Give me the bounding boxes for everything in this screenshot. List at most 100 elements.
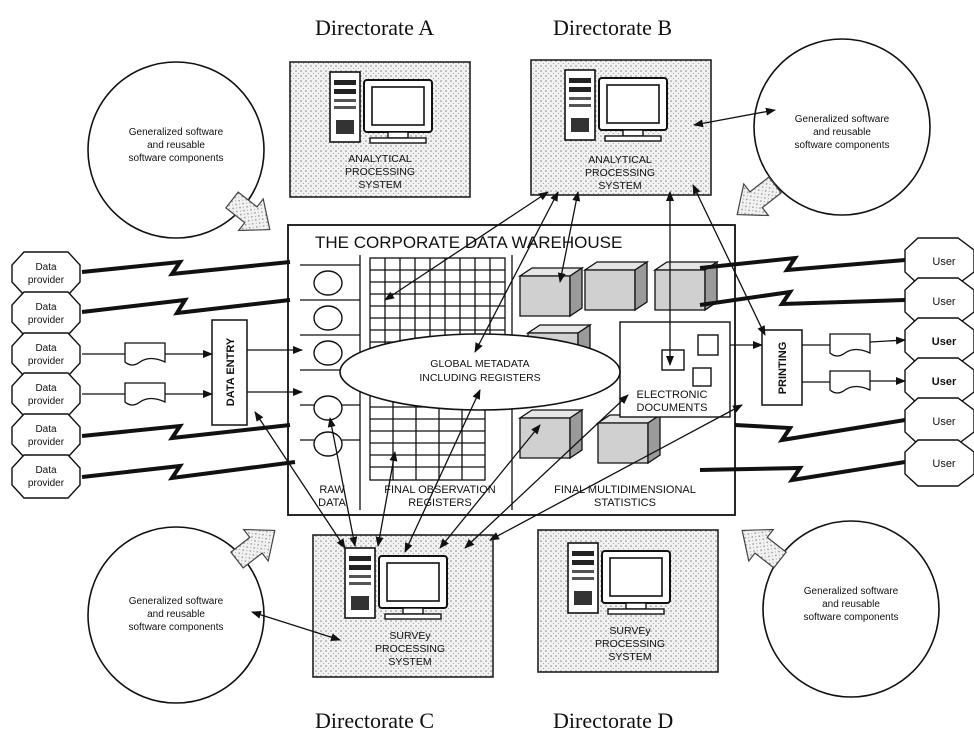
data-entry-box: DATA ENTRY — [212, 320, 247, 425]
data-provider-node: Data provider — [12, 414, 80, 457]
system-label-line3: SYSTEM — [388, 656, 431, 668]
corporate-data-warehouse: THE CORPORATE DATA WAREHOUSE RAW DATA — [288, 225, 735, 515]
user-label: User — [932, 416, 956, 428]
generalized-label-line3: software components — [803, 612, 898, 623]
paper-form-icon — [125, 343, 165, 365]
user-label: User — [932, 336, 957, 348]
paper-form-icon — [830, 371, 870, 393]
data-provider-node: Data provider — [12, 333, 80, 376]
raw-data-disk — [314, 432, 342, 456]
computer-icon — [345, 548, 447, 619]
system-label-line1: SURVEy — [389, 630, 431, 642]
raw-data-disk — [314, 306, 342, 330]
directorate-b-label: Directorate B — [553, 15, 672, 40]
system-label-line3: SYSTEM — [358, 179, 401, 191]
directorate-c-label: Directorate C — [315, 708, 434, 733]
user-node: User — [905, 440, 974, 486]
generalized-label-line1: Generalized software — [129, 596, 224, 607]
raw-data-disk — [314, 341, 342, 365]
directorate-b-system: ANALYTICAL PROCESSING SYSTEM — [531, 60, 711, 195]
observation-label-line1: FINAL OBSERVATION — [384, 484, 496, 496]
generalized-label-line2: and reusable — [813, 127, 871, 138]
data-cube-icon — [520, 410, 582, 458]
data-cube-icon — [520, 268, 582, 316]
directorate-a-label: Directorate A — [315, 15, 434, 40]
provider-link-bolt — [82, 462, 295, 478]
system-label-line2: PROCESSING — [345, 166, 415, 178]
system-label-line1: ANALYTICAL — [348, 153, 412, 165]
data-provider-node: Data provider — [12, 455, 80, 498]
provider-label-line2: provider — [28, 356, 65, 367]
raw-data-label-line2: DATA — [318, 497, 346, 509]
raw-data-label-line1: RAW — [319, 484, 345, 496]
provider-label-line1: Data — [35, 383, 57, 394]
paper-form-icon — [125, 383, 165, 405]
user-label: User — [932, 296, 956, 308]
user-label: User — [932, 458, 956, 470]
printing-box: PRINTING — [762, 330, 802, 405]
directorate-d-label: Directorate D — [553, 708, 673, 733]
provider-label-line1: Data — [35, 262, 57, 273]
multidimensional-label-line2: STATISTICS — [594, 497, 656, 509]
warehouse-title: THE CORPORATE DATA WAREHOUSE — [315, 233, 622, 252]
user-node: User — [905, 398, 974, 444]
provider-link-bolt — [82, 300, 290, 313]
user-label: User — [932, 256, 956, 268]
user-label: User — [932, 376, 957, 388]
provider-label-line2: provider — [28, 315, 65, 326]
electronic-label-line1: ELECTRONIC — [637, 389, 708, 401]
generalized-label-line1: Generalized software — [795, 114, 890, 125]
system-label-line2: PROCESSING — [375, 643, 445, 655]
paper-form-icon — [830, 334, 870, 356]
user-node: User — [905, 278, 974, 324]
data-entry-label: DATA ENTRY — [225, 337, 237, 406]
directorate-c-system: SURVEy PROCESSING SYSTEM — [313, 535, 493, 677]
generalized-label-line2: and reusable — [822, 599, 880, 610]
directorate-a-system: ANALYTICAL PROCESSING SYSTEM — [290, 62, 470, 197]
provider-label-line2: provider — [28, 478, 65, 489]
data-cube-icon — [585, 262, 647, 310]
generalized-label-line2: and reusable — [147, 609, 205, 620]
provider-label-line2: provider — [28, 437, 65, 448]
raw-data-disk — [314, 271, 342, 295]
directorate-d-system: SURVEy PROCESSING SYSTEM — [538, 530, 718, 672]
global-metadata: GLOBAL METADATA INCLUDING REGISTERS — [340, 334, 620, 410]
system-label-line2: PROCESSING — [595, 638, 665, 650]
generalized-label-line3: software components — [128, 622, 223, 633]
printing-label: PRINTING — [777, 342, 789, 395]
data-provider-node: Data provider — [12, 373, 80, 416]
provider-link-bolt — [82, 262, 290, 274]
generalized-label-line3: software components — [794, 140, 889, 151]
provider-link-bolt — [82, 425, 290, 438]
data-provider-node: Data provider — [12, 292, 80, 335]
computer-icon — [568, 543, 670, 614]
provider-label-line2: provider — [28, 396, 65, 407]
generalized-label-line3: software components — [128, 153, 223, 164]
provider-label-line1: Data — [35, 302, 57, 313]
metadata-label-line2: INCLUDING REGISTERS — [419, 372, 540, 384]
generalized-software-circle-top-right: Generalized software and reusable softwa… — [754, 39, 930, 215]
user-link-bolt — [735, 420, 905, 440]
raw-data-disk — [314, 396, 342, 420]
observation-label-line2: REGISTERS — [408, 497, 472, 509]
computer-icon — [565, 70, 667, 141]
user-node: User — [905, 358, 974, 404]
provider-label-line1: Data — [35, 424, 57, 435]
electronic-documents: ELECTRONIC DOCUMENTS — [620, 322, 730, 417]
generalized-label-line1: Generalized software — [129, 127, 224, 138]
system-label-line2: PROCESSING — [585, 167, 655, 179]
generalized-software-circle-bottom-right: Generalized software and reusable softwa… — [763, 521, 939, 697]
metadata-label-line1: GLOBAL METADATA — [430, 358, 529, 370]
provider-label-line2: provider — [28, 275, 65, 286]
data-cube-icon — [598, 415, 660, 463]
user-node: User — [905, 318, 974, 364]
data-provider-node: Data provider — [12, 252, 80, 295]
provider-label-line1: Data — [35, 343, 57, 354]
generalized-label-line2: and reusable — [147, 140, 205, 151]
system-label-line3: SYSTEM — [608, 651, 651, 663]
generalized-label-line1: Generalized software — [804, 586, 899, 597]
provider-label-line1: Data — [35, 465, 57, 476]
system-label-line1: ANALYTICAL — [588, 154, 652, 166]
system-label-line1: SURVEy — [609, 625, 651, 637]
